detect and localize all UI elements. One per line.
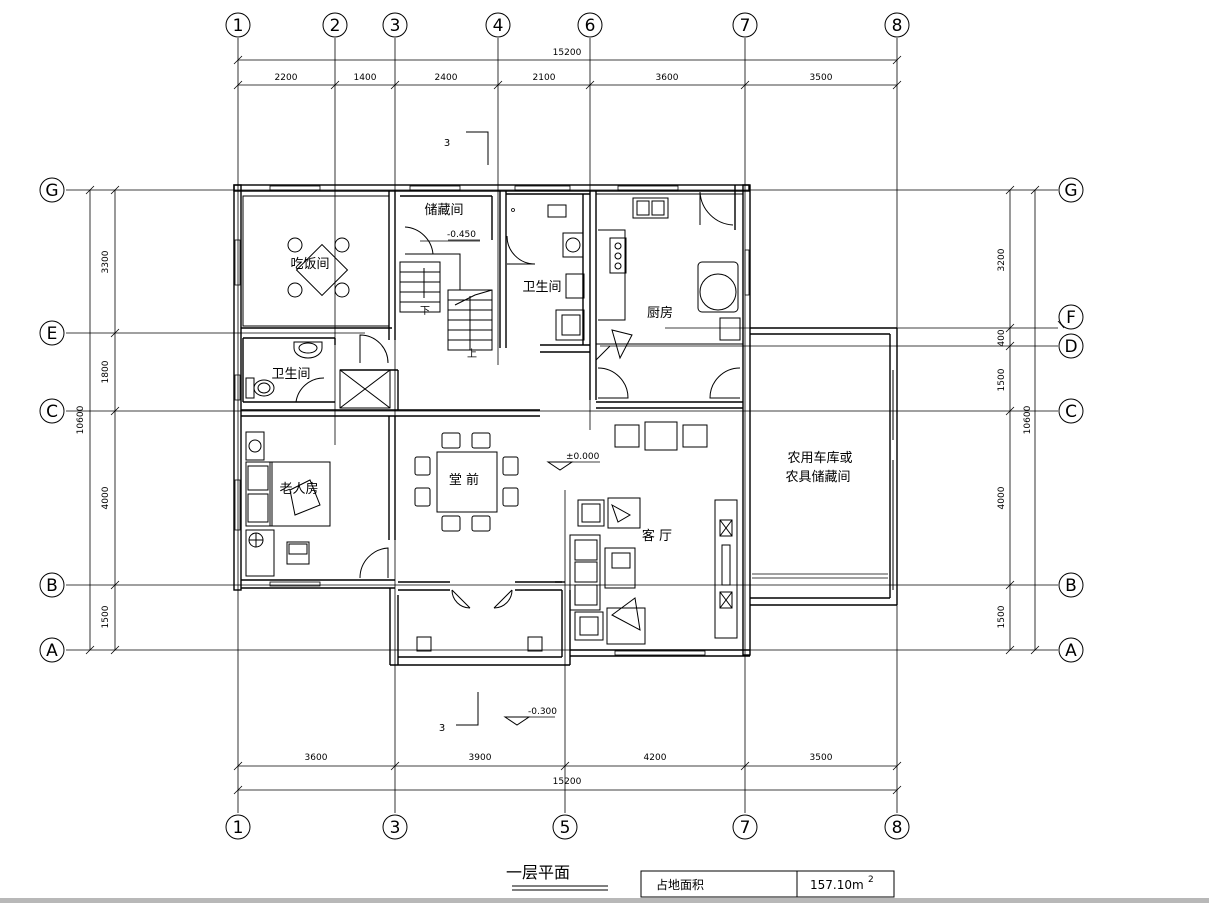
axis-left-G: G [45,181,58,201]
area-table: 占地面积 157.10m 2 [640,870,895,898]
dimensions-left: 3300 1800 4000 1500 10600 [76,185,120,655]
bottom-strip [0,898,1209,903]
dim-top-6: 3500 [810,73,833,83]
axis-right-F: F [1066,308,1076,328]
dim-left-total: 10600 [76,405,86,434]
dimensions-bottom: 3600 3900 4200 3500 15200 [233,753,902,795]
axis-top-4: 4 [493,16,504,36]
axis-bottom-1: 1 [233,818,244,838]
axis-right-B: B [1065,576,1077,596]
axis-bottom-7: 7 [740,818,751,838]
dim-bottom-3: 4200 [644,753,667,763]
room-kitchen: 厨房 [647,305,673,321]
axis-bubbles-right: G F D C B A [1057,177,1084,663]
dim-right-5: 1500 [997,605,1007,628]
area-value: 157.10m [810,878,864,892]
area-unit-sup: 2 [868,875,874,885]
section-mark-bottom: 3 [439,723,445,734]
dim-left-1: 3300 [101,250,111,273]
stair-up-label: 上 [467,348,477,360]
axis-bubbles-left: G E C B A [39,177,65,663]
dim-top-5: 3600 [656,73,679,83]
dim-left-3: 4000 [101,486,111,509]
axis-left-C: C [46,402,58,422]
axis-top-3: 3 [390,16,401,36]
axis-right-A: A [1065,641,1077,661]
room-labels: 吃饭间 储藏间 卫生间 厨房 卫生间 老人房 堂 前 客 厅 农用车库或 农具储… [271,203,852,544]
axis-bottom-8: 8 [892,818,903,838]
dim-top-2: 1400 [354,73,377,83]
axis-bubbles-top: 1 2 3 4 6 7 8 [225,12,910,38]
doors [295,191,741,609]
dim-left-2: 1800 [101,360,111,383]
axis-left-B: B [46,576,58,596]
annotations: 3 3 ±0.000 -0.300 -0.450 [439,131,600,734]
furniture [245,197,741,645]
stair-down-label: 下 [420,306,430,317]
room-living: 客 厅 [642,528,672,544]
room-bath-upper: 卫生间 [522,280,561,295]
axis-right-C: C [1065,402,1077,422]
dim-bottom-total: 15200 [553,777,582,787]
dining-table-small [287,237,350,298]
axis-bottom-3: 3 [390,818,401,838]
dim-left-4: 1500 [101,605,111,628]
axis-lines [66,38,1058,813]
room-elder: 老人房 [279,481,318,497]
dim-top-1: 2200 [275,73,298,83]
axis-bottom-5: 5 [560,818,571,838]
dim-bottom-2: 3900 [469,753,492,763]
axis-top-6: 6 [585,16,596,36]
room-garage-line2: 农具储藏间 [785,470,850,485]
axis-top-7: 7 [740,16,751,36]
dim-bottom-1: 3600 [305,753,328,763]
dimensions-right: 3200 400 1500 4000 1500 10600 [997,185,1040,655]
drawing-title-block: 一层平面 [506,863,608,891]
room-storage: 储藏间 [424,203,463,218]
dimensions-top: 15200 2200 1400 2400 2100 3600 3500 [233,48,902,90]
axis-right-G: G [1064,181,1077,201]
walls [233,184,898,666]
dim-right-3: 1500 [997,368,1007,391]
dim-bottom-4: 3500 [810,753,833,763]
hall-table [414,432,519,532]
room-garage-line1: 农用车库或 [787,450,852,466]
outside-level: -0.300 [528,707,557,717]
dim-top-4: 2100 [533,73,556,83]
dim-top-3: 2400 [435,73,458,83]
dim-right-2: 400 [997,329,1007,346]
room-dining: 吃饭间 [290,256,329,272]
dim-right-1: 3200 [997,248,1007,271]
windows [234,185,750,656]
room-bath-left: 卫生间 [271,367,310,382]
dim-top-total: 15200 [553,48,582,58]
dim-right-total: 10600 [1023,405,1033,434]
axis-top-8: 8 [892,16,903,36]
axis-bubbles-bottom: 1 3 5 7 8 [225,814,910,840]
axis-right-D: D [1064,337,1077,357]
floor-level: ±0.000 [566,452,600,462]
drawing-title: 一层平面 [506,863,570,882]
axis-top-1: 1 [233,16,244,36]
stair-level: -0.450 [447,230,476,240]
axis-left-E: E [47,324,58,344]
axis-left-A: A [46,641,58,661]
dim-right-4: 4000 [997,486,1007,509]
stairs [399,240,493,351]
section-mark-top: 3 [444,138,450,149]
room-hall: 堂 前 [449,472,479,488]
axis-top-2: 2 [330,16,341,36]
area-label: 占地面积 [656,877,704,892]
